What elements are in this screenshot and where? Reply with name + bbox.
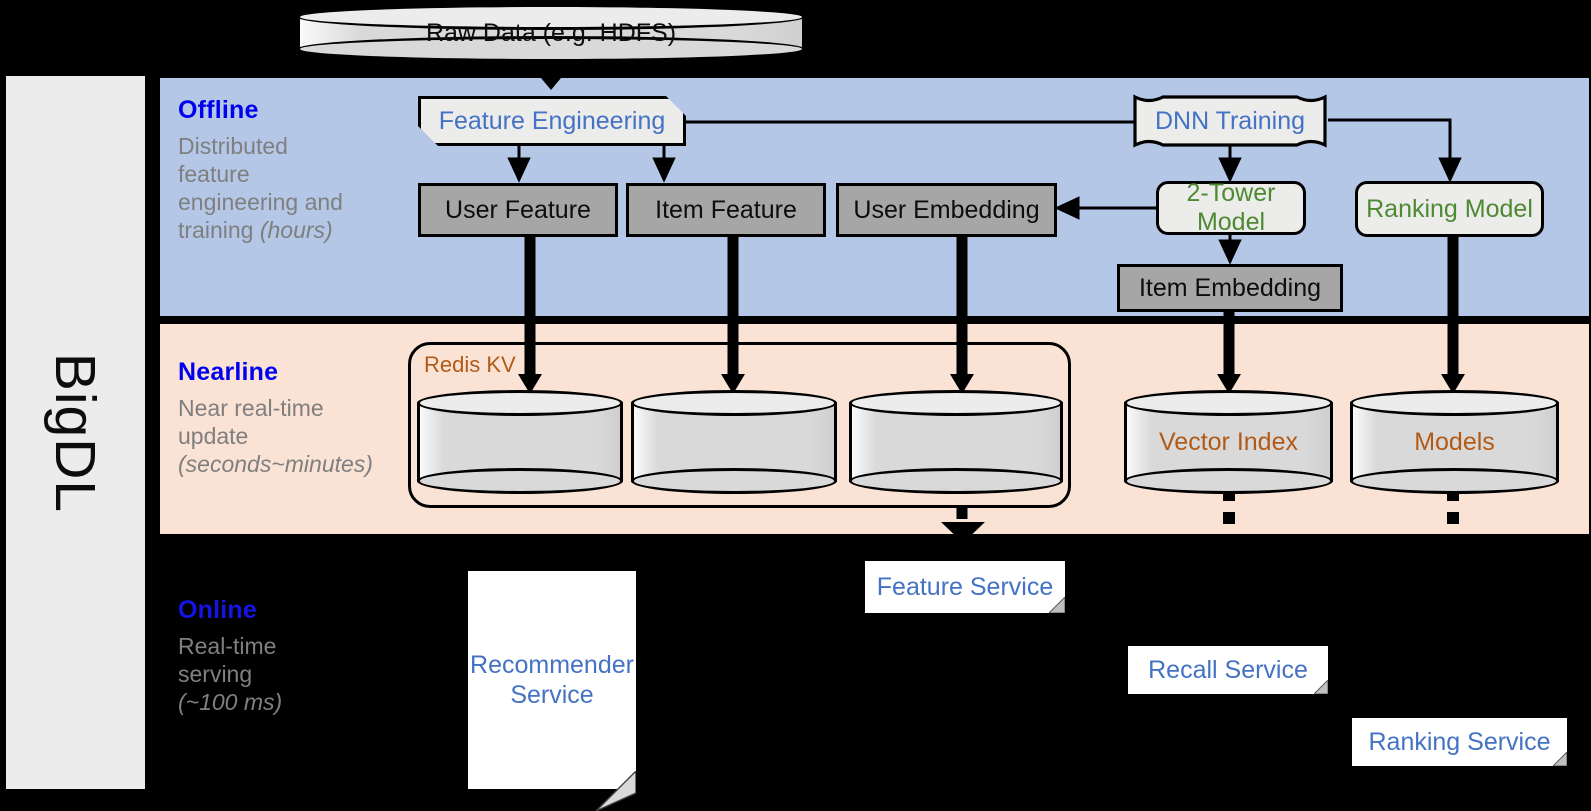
recall-service-node[interactable]: Recall Service — [1128, 646, 1328, 694]
diagram-canvas: BigDL Offline Distributed feature engine… — [6, 4, 1591, 811]
user-embedding-node[interactable]: User Embedding — [836, 183, 1057, 237]
recall-service-label: Recall Service — [1148, 656, 1308, 684]
dnn-training-label: DNN Training — [1154, 106, 1306, 135]
caption-online: Online Real-time serving (~100 ms) — [178, 596, 393, 716]
dnn-training-node[interactable]: DNN Training — [1132, 94, 1328, 148]
offline-title: Offline — [178, 96, 259, 124]
nearline-sub-em: (seconds~minutes) — [178, 451, 373, 478]
bigdl-label-wrap: BigDL — [6, 76, 145, 789]
recommender-service-label-wrap: Recommender Service — [468, 571, 636, 789]
ranking-model-node[interactable]: Ranking Model — [1355, 181, 1544, 237]
vector-index-cylinder[interactable]: Vector Index — [1124, 390, 1333, 494]
ranking-service-label: Ranking Service — [1368, 728, 1551, 756]
nearline-sub-l2: update — [178, 423, 249, 450]
cylinder-top — [631, 390, 837, 416]
two-tower-model-node[interactable]: 2-Tower Model — [1156, 179, 1306, 236]
feature-engineering-node[interactable]: Feature Engineering — [418, 96, 686, 146]
page-fold-icon — [1049, 597, 1065, 613]
item-feature-node[interactable]: Item Feature — [626, 183, 826, 237]
kv-cylinder-3-label — [849, 390, 1063, 494]
recommender-service-label-l2: Service — [510, 681, 594, 709]
feature-engineering-label: Feature Engineering — [438, 106, 666, 135]
recommender-service-node[interactable]: Recommender Service — [468, 571, 636, 811]
kv-cylinder-3[interactable] — [849, 390, 1063, 494]
models-label: Models — [1414, 427, 1495, 456]
two-tower-model-label: 2-Tower Model — [1186, 179, 1276, 236]
online-sub-l2: serving — [178, 661, 253, 688]
user-feature-label: User Feature — [445, 195, 591, 224]
nearline-title: Nearline — [178, 358, 279, 386]
item-feature-label: Item Feature — [655, 195, 797, 224]
cylinder-top — [297, 4, 805, 30]
nearline-sub-l1: Near real-time — [178, 395, 324, 421]
online-sub-l1: Real-time — [178, 633, 277, 659]
offline-subtitle: Distributed feature engineering and trai… — [178, 132, 393, 244]
offline-sub-l3: engineering and — [178, 189, 343, 216]
feature-service-node[interactable]: Feature Service — [865, 561, 1065, 613]
kv-cylinder-2-label — [631, 390, 837, 494]
cylinder-top — [1124, 390, 1333, 416]
online-subtitle: Real-time serving (~100 ms) — [178, 632, 393, 716]
cylinder-bottom — [1350, 468, 1559, 494]
vector-index-label: Vector Index — [1159, 427, 1298, 456]
cylinder-bottom — [417, 468, 623, 494]
caption-offline: Offline Distributed feature engineering … — [178, 96, 393, 244]
item-embedding-label: Item Embedding — [1138, 273, 1322, 302]
cylinder-bottom — [631, 468, 837, 494]
user-feature-node[interactable]: User Feature — [418, 183, 618, 237]
kv-cylinder-2[interactable] — [631, 390, 837, 494]
page-fold-icon — [1314, 680, 1328, 694]
nearline-subtitle: Near real-time update (seconds~minutes) — [178, 394, 423, 478]
models-cylinder[interactable]: Models — [1350, 390, 1559, 494]
online-sub-em: (~100 ms) — [178, 689, 283, 716]
raw-data-label: Raw Data (e.g. HDFS) — [425, 18, 677, 47]
cylinder-bottom — [1124, 468, 1333, 494]
raw-data-cylinder[interactable]: Raw Data (e.g. HDFS) — [297, 4, 805, 62]
page-fold-icon — [596, 771, 636, 811]
ranking-model-label: Ranking Model — [1366, 194, 1533, 223]
offline-sub-l4: training — [178, 217, 260, 244]
offline-sub-l2: feature — [178, 161, 250, 188]
page-fold-icon — [1553, 752, 1567, 766]
feature-service-label: Feature Service — [876, 573, 1054, 601]
redis-kv-group[interactable] — [408, 342, 1071, 508]
offline-sub-l1: Distributed — [178, 133, 288, 159]
kv-cylinder-1[interactable] — [417, 390, 623, 494]
dnn-shape — [1133, 94, 1327, 148]
offline-sub-em: (hours) — [259, 217, 333, 244]
item-embedding-node[interactable]: Item Embedding — [1117, 264, 1343, 312]
cylinder-top — [849, 390, 1063, 416]
user-embedding-label: User Embedding — [853, 195, 1040, 224]
ranking-service-node[interactable]: Ranking Service — [1352, 718, 1567, 766]
cylinder-top — [1350, 390, 1559, 416]
online-title: Online — [178, 596, 257, 624]
cylinder-bottom — [297, 36, 805, 62]
caption-nearline: Nearline Near real-time update (seconds~… — [178, 358, 423, 478]
bigdl-label: BigDL — [43, 352, 108, 513]
bigdl-rail: BigDL — [6, 76, 145, 789]
recommender-service-label-l1: Recommender — [470, 651, 634, 679]
kv-cylinder-1-label — [417, 390, 623, 494]
cylinder-bottom — [849, 468, 1063, 494]
cylinder-top — [417, 390, 623, 416]
redis-kv-label: Redis KV — [424, 352, 516, 377]
